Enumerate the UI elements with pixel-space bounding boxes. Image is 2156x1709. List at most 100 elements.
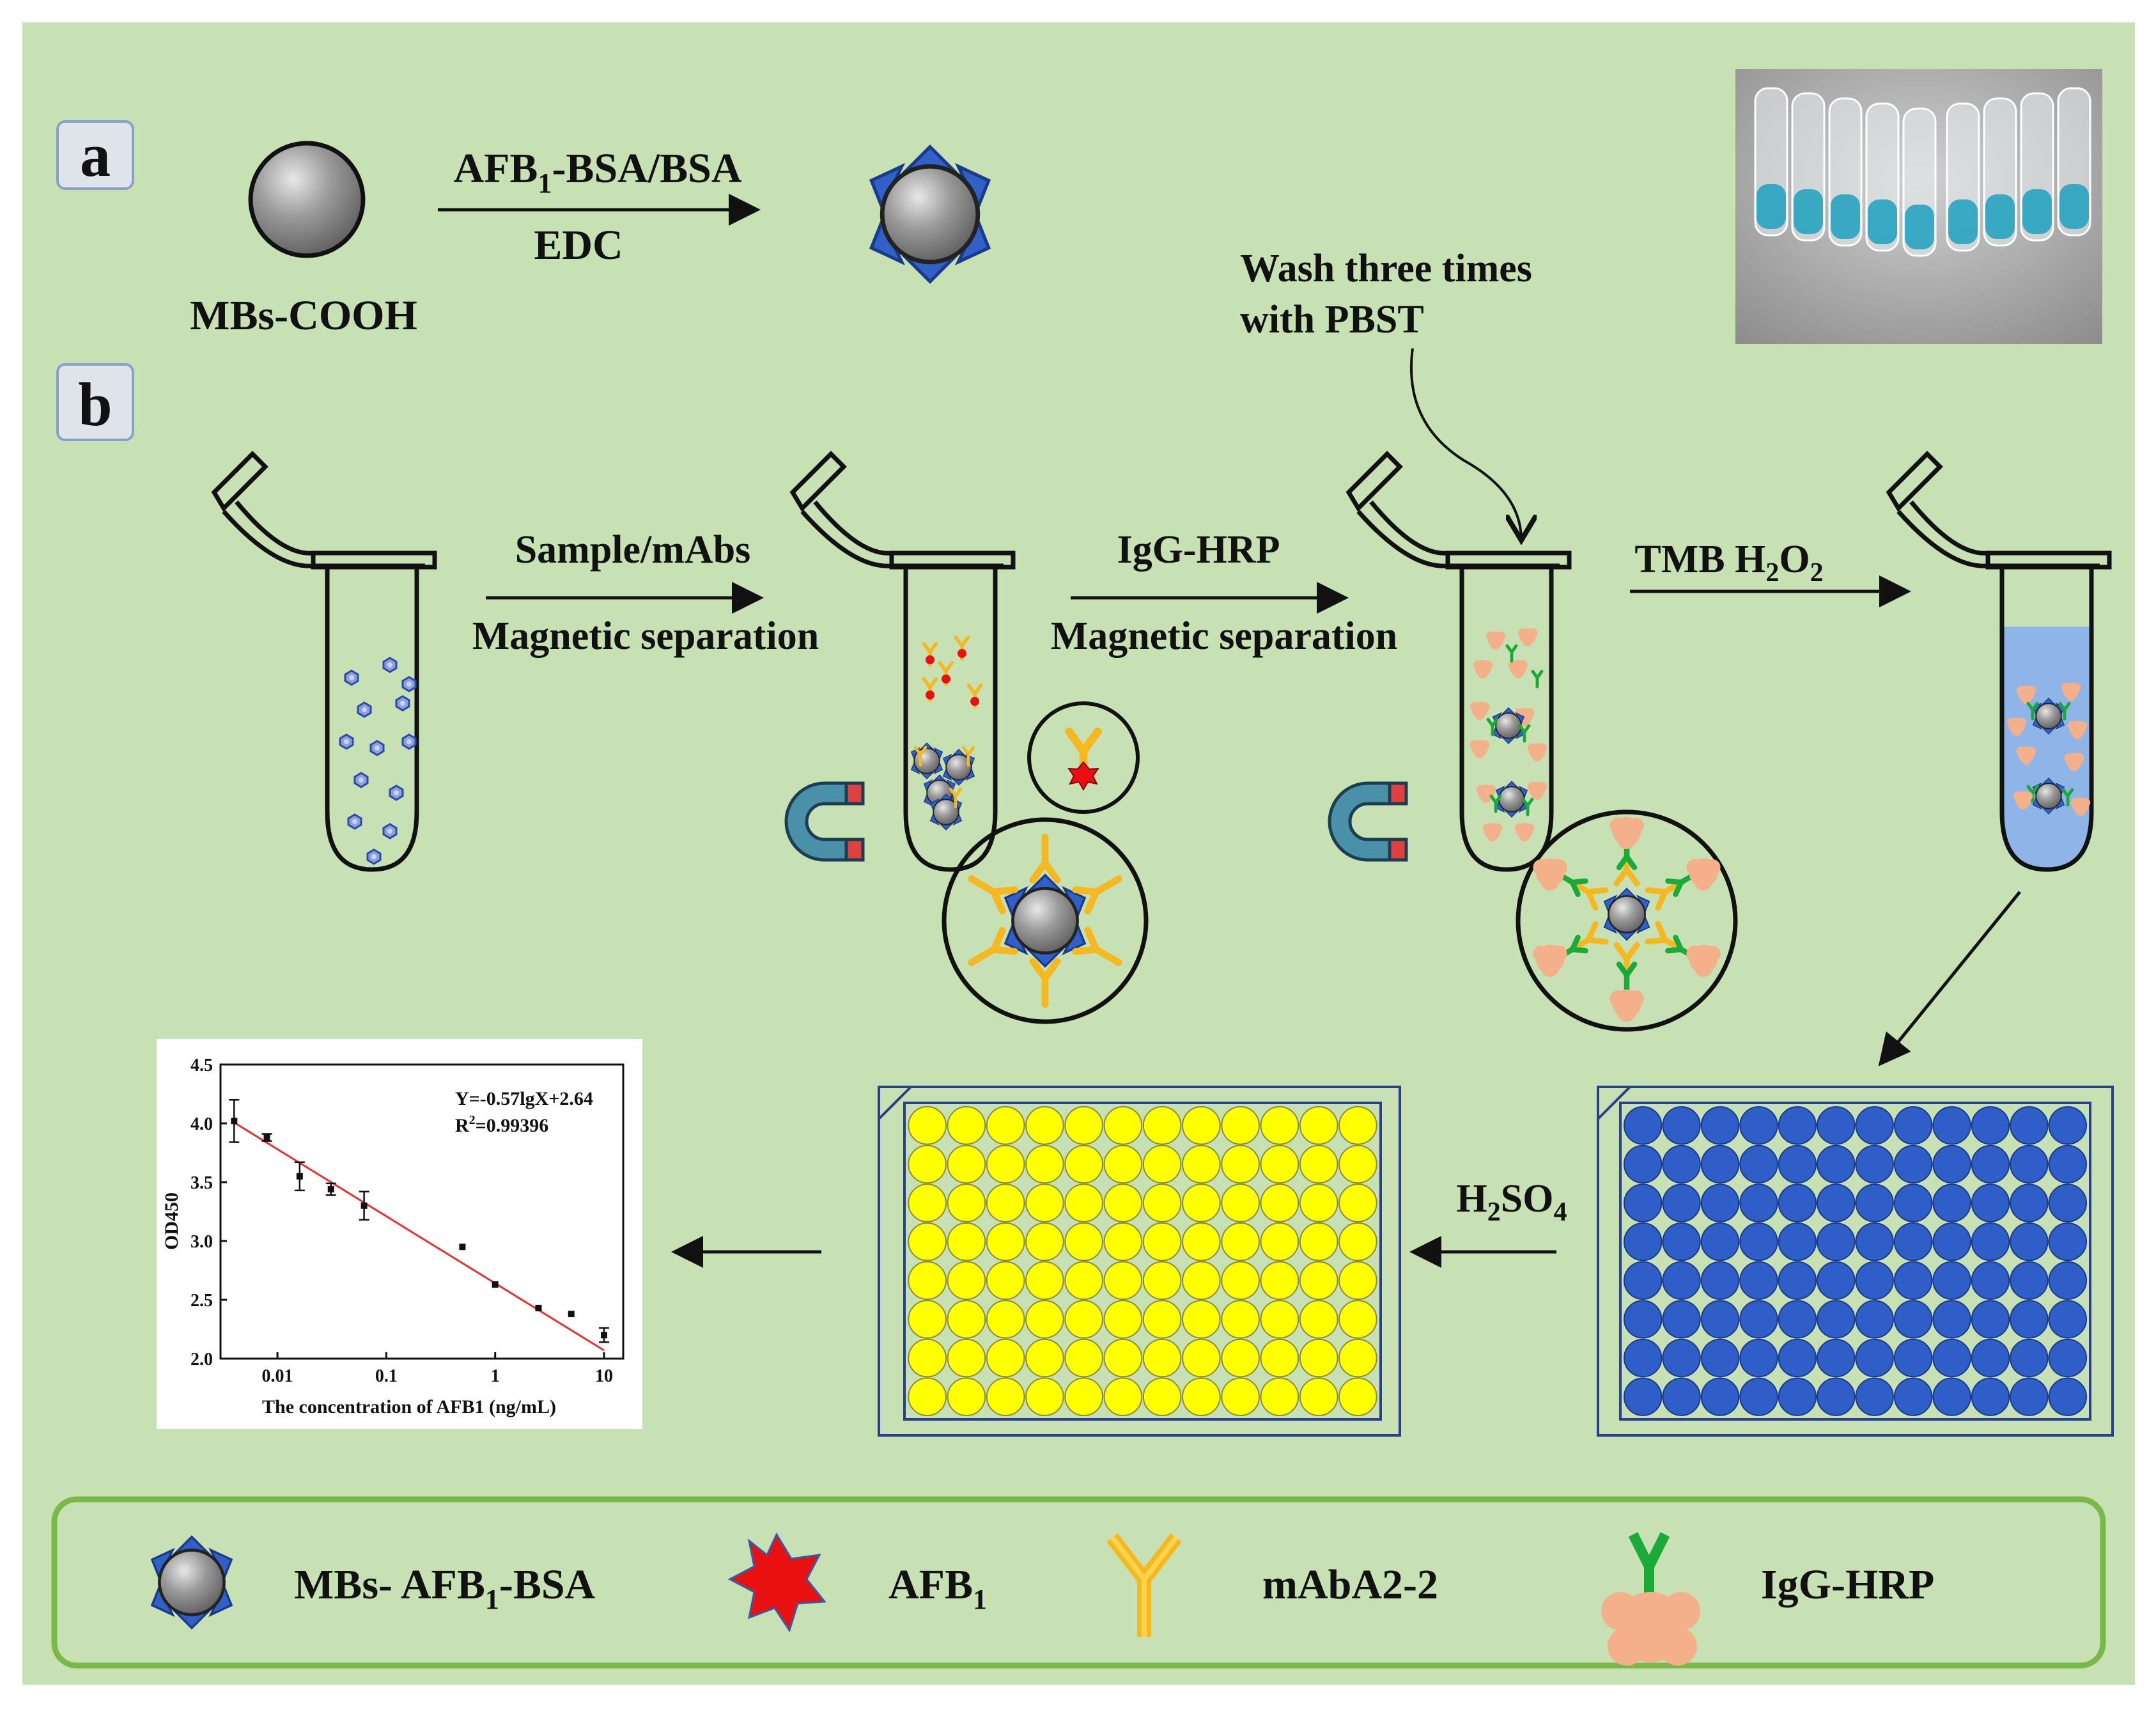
plate-well bbox=[1700, 1261, 1740, 1300]
plate-well bbox=[1025, 1222, 1064, 1261]
plate-well bbox=[1260, 1144, 1299, 1184]
plate-well bbox=[1739, 1222, 1778, 1261]
fit-line bbox=[233, 1121, 605, 1352]
plate-well bbox=[1221, 1106, 1260, 1145]
step1-top-label: Sample/mAbs bbox=[515, 528, 751, 572]
legend-mab-icon bbox=[1106, 1533, 1182, 1637]
plate-well bbox=[1893, 1106, 1933, 1145]
plate-well bbox=[986, 1377, 1025, 1416]
zoom-antibody-afb1 bbox=[1027, 701, 1140, 814]
plate-well bbox=[2010, 1377, 2049, 1416]
plate-well bbox=[1817, 1261, 1856, 1300]
plate-well bbox=[1182, 1144, 1221, 1184]
step4-label: H2SO4 bbox=[1457, 1177, 1567, 1227]
plate-well bbox=[1025, 1183, 1064, 1222]
legend-item-mab: mAbA2-2 bbox=[1262, 1561, 1438, 1608]
y-tick-label: 2.5 bbox=[190, 1291, 213, 1311]
plate-well bbox=[2010, 1222, 2049, 1261]
plate-well bbox=[1778, 1338, 1817, 1378]
plate-well bbox=[2048, 1338, 2088, 1378]
plate-well bbox=[1817, 1338, 1856, 1378]
step1-bottom-label: Magnetic separation bbox=[472, 614, 819, 658]
plate-well bbox=[2048, 1222, 2088, 1261]
legend-igg-hrp-icon bbox=[1601, 1532, 1700, 1666]
plate-well bbox=[1817, 1377, 1856, 1416]
chart-r2: R2=0.99396 bbox=[455, 1113, 548, 1136]
plate-well bbox=[1662, 1183, 1701, 1222]
plate-well bbox=[1142, 1106, 1182, 1145]
plate-well bbox=[1971, 1106, 2010, 1145]
y-tick-label: 2.0 bbox=[190, 1350, 213, 1370]
plate-well bbox=[1662, 1144, 1701, 1184]
data-point bbox=[296, 1173, 303, 1180]
photo-tube-liquid bbox=[1985, 194, 2015, 239]
plate-well bbox=[1221, 1222, 1260, 1261]
plate-well bbox=[1221, 1377, 1260, 1416]
plate-well bbox=[1893, 1261, 1933, 1300]
plate-well bbox=[986, 1106, 1025, 1145]
plate-well bbox=[1700, 1106, 1740, 1145]
plate-well bbox=[1338, 1106, 1377, 1145]
plate-well bbox=[2010, 1144, 2049, 1184]
plate-well bbox=[947, 1338, 986, 1378]
plate-well bbox=[1700, 1377, 1740, 1416]
plate-well bbox=[1893, 1222, 1933, 1261]
plate-well bbox=[1260, 1222, 1299, 1261]
data-point bbox=[263, 1134, 270, 1141]
plate-well bbox=[1778, 1261, 1817, 1300]
plate-well bbox=[1817, 1183, 1856, 1222]
plate-well bbox=[908, 1106, 947, 1145]
plate-well bbox=[1103, 1377, 1143, 1416]
plate-well bbox=[986, 1338, 1025, 1378]
plate-well bbox=[1932, 1377, 1971, 1416]
panel-a-label: a bbox=[80, 121, 111, 189]
plate-well bbox=[1700, 1338, 1740, 1378]
plate-well bbox=[1299, 1144, 1338, 1184]
plate-well bbox=[1971, 1183, 2010, 1222]
plate-well bbox=[1932, 1300, 1971, 1339]
plate-well bbox=[1142, 1144, 1182, 1184]
plate-well bbox=[1260, 1261, 1299, 1300]
plate-well bbox=[1142, 1300, 1182, 1339]
plate-well bbox=[1662, 1377, 1701, 1416]
legend-box bbox=[51, 1496, 2106, 1669]
y-tick-label: 4.5 bbox=[190, 1056, 213, 1075]
plate-well bbox=[1064, 1300, 1103, 1339]
plate-well bbox=[1662, 1222, 1701, 1261]
tube-2 bbox=[793, 454, 1013, 870]
plate-well bbox=[1142, 1261, 1182, 1300]
yellow-wells bbox=[908, 1106, 1377, 1416]
plate-well bbox=[1855, 1338, 1894, 1378]
legend-afb1-icon bbox=[727, 1532, 826, 1633]
plate-well bbox=[986, 1300, 1025, 1339]
plate-well bbox=[1932, 1144, 1971, 1184]
plate-well bbox=[1103, 1183, 1143, 1222]
plate-well bbox=[1624, 1106, 1663, 1145]
plate-well bbox=[1182, 1377, 1221, 1416]
plate-well bbox=[1700, 1183, 1740, 1222]
plate-well bbox=[1739, 1377, 1778, 1416]
plate-well bbox=[1221, 1144, 1260, 1184]
plate-well bbox=[2048, 1377, 2088, 1416]
plate-well bbox=[1971, 1261, 2010, 1300]
plate-well bbox=[1778, 1144, 1817, 1184]
photo-tube-liquid bbox=[2022, 189, 2052, 234]
mbs-cooh-bead bbox=[248, 141, 366, 258]
plate-well bbox=[2048, 1261, 2088, 1300]
data-point bbox=[535, 1304, 542, 1311]
plate-well bbox=[1739, 1106, 1778, 1145]
x-tick-label: 0.1 bbox=[375, 1366, 398, 1386]
plate-well bbox=[1338, 1338, 1377, 1378]
x-tick-label: 0.01 bbox=[262, 1366, 293, 1386]
plate-well bbox=[1624, 1261, 1663, 1300]
arrow-to-plate bbox=[1878, 891, 2021, 1066]
blue-wells bbox=[1624, 1106, 2088, 1416]
plate-well bbox=[1971, 1144, 2010, 1184]
tube-4 bbox=[1889, 454, 2109, 870]
plate-well bbox=[908, 1222, 947, 1261]
plate-well bbox=[1932, 1338, 1971, 1378]
plate-well bbox=[1855, 1261, 1894, 1300]
plate-well bbox=[1739, 1261, 1778, 1300]
photo-tube-liquid bbox=[1831, 194, 1860, 239]
